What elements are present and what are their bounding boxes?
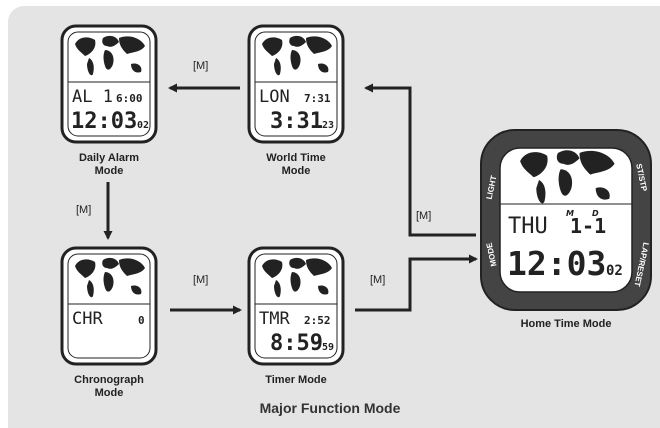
m-tag-world-alarm: [M] [193, 60, 209, 72]
home-mode-label: Home Time Mode [520, 318, 612, 330]
timer-row1: TMR [259, 309, 290, 329]
alarm-row2-small: 02 [137, 120, 149, 131]
timer-row2-small: 59 [322, 342, 334, 353]
alarm-mode-label: Daily Alarm Mode [78, 152, 140, 177]
arrow-timer-to-home [355, 254, 478, 312]
chrono-mode-label: Chronograph Mode [74, 374, 144, 399]
alarm-watch: AL 1 6:00 12:03 02 [60, 24, 158, 144]
home-row2-small: 02 [606, 263, 623, 279]
world-watch: LON 7:31 3:31 23 [247, 24, 345, 144]
timer-mode-label: Timer Mode [265, 374, 327, 386]
home-row1: THU [508, 214, 548, 239]
world-row1-small: 7:31 [304, 92, 331, 105]
home-watch: THU M D 1-1 12:03 02 LIGHT MODE ST/STP L… [480, 129, 652, 311]
world-row1: LON [259, 87, 290, 107]
timer-watch: TMR 2:52 8:59 59 [247, 246, 345, 366]
alarm-row2: 12:03 [71, 109, 137, 134]
chrono-watch: CHR 0 [60, 246, 158, 366]
chrono-row1: CHR [72, 309, 103, 329]
world-row2: 3:31 [270, 109, 323, 134]
home-row2: 12:03 [507, 244, 606, 283]
arrow-home-to-world [364, 83, 476, 237]
world-row2-small: 23 [322, 120, 334, 131]
alarm-row1: AL 1 [72, 87, 113, 107]
timer-row1-small: 2:52 [304, 314, 331, 327]
chrono-row1-small: 0 [138, 314, 145, 327]
home-row1-small: 1-1 [570, 214, 606, 238]
m-tag-chrono-timer: [M] [193, 274, 209, 286]
world-mode-label: World Time Mode [266, 152, 326, 177]
timer-row2: 8:59 [270, 331, 323, 356]
home-month-letter: M [566, 209, 574, 218]
m-tag-timer-home: [M] [370, 274, 386, 286]
diagram-title: Major Function Mode [259, 400, 401, 416]
alarm-row1-small: 6:00 [116, 92, 143, 105]
home-day-letter: D [592, 209, 599, 218]
m-tag-home-world: [M] [416, 210, 432, 222]
m-tag-alarm-chrono: [M] [76, 204, 92, 216]
